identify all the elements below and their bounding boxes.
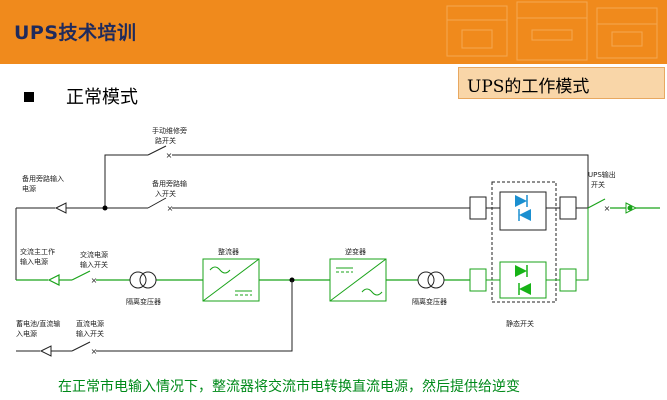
switch-x-mark: ×: [166, 151, 173, 160]
dc-bus-path: [96, 280, 293, 352]
output-junction-dot: [627, 205, 633, 211]
standby-bypass-input-label-1: 备用旁路输入: [22, 174, 64, 183]
ac-input-switch-label-1: 交流电源: [80, 250, 108, 259]
header-title: UPS技术培训: [14, 22, 137, 44]
mode-badge: UPS的工作模式: [458, 67, 665, 99]
switch-x-mark: ×: [91, 347, 98, 356]
rectifier-label: 整流器: [218, 247, 239, 256]
rectifier-icon: [202, 258, 260, 302]
static-switch-box: [491, 181, 557, 303]
switch-x-mark: ×: [167, 204, 174, 213]
thyristor-icon: [519, 283, 531, 295]
switch-x-mark: ×: [91, 276, 98, 285]
section-title: 正常模式: [66, 87, 138, 108]
manual-bypass-switch-label-1: 手动维修旁: [152, 126, 187, 135]
battery-input-path: [16, 341, 91, 357]
battery-input-label-2: 入电源: [16, 329, 37, 338]
switch-x-mark: ×: [604, 204, 611, 213]
thyristor-icon: [515, 195, 527, 207]
standby-bypass-switch-label-1: 备用旁路输: [152, 179, 187, 188]
ups-output-switch-label-2: 开关: [591, 180, 605, 189]
standby-bypass-input-label-2: 电源: [22, 184, 36, 193]
mode-badge-text: UPS的工作模式: [467, 77, 590, 97]
ups-normal-mode-diagram: 手动维修旁 路开关 × 备用旁路输入 电源 备用旁路输 入开关 × UPS输出 …: [15, 126, 660, 357]
junction-dot: [102, 205, 108, 211]
square-bullet-icon: [24, 92, 34, 102]
bottom-thyristor-pair: [469, 208, 589, 299]
battery-input-label-1: 蓄电池/直流输: [16, 319, 60, 328]
manual-bypass-path: [104, 145, 589, 208]
caption-text: 在正常市电输入情况下，整流器将交流市电转换直流电源，然后提供给逆变: [58, 379, 520, 395]
header-bar: UPS技术培训: [0, 0, 667, 64]
top-thyristor-pair: [469, 191, 577, 231]
ac-main-input-label-2: 输入电源: [20, 257, 48, 266]
standby-bypass-switch-label-2: 入开关: [155, 189, 176, 198]
isolation-transformer-in-label: 隔离变压器: [126, 297, 161, 306]
dc-input-switch-label-1: 直流电源: [76, 319, 104, 328]
inverter-label: 逆变器: [345, 247, 366, 256]
output-path: [576, 198, 660, 214]
main-ac-path: [16, 270, 470, 286]
static-switch-label: 静态开关: [506, 319, 534, 328]
thyristor-icon: [519, 209, 531, 221]
inverter-icon: [329, 258, 387, 302]
ups-output-switch-label-1: UPS输出: [588, 170, 616, 179]
input-isolation-transformer-icon: [129, 271, 157, 289]
ac-main-input-label-1: 交流主工作: [20, 247, 55, 256]
output-isolation-transformer-icon: [417, 271, 445, 289]
isolation-transformer-out-label: 隔离变压器: [412, 297, 447, 306]
dc-input-switch-label-2: 输入开关: [76, 329, 104, 338]
manual-bypass-switch-label-2: 路开关: [155, 136, 176, 145]
thyristor-icon: [515, 265, 527, 277]
header-decoration-image: [407, 0, 667, 64]
ac-input-switch-label-2: 输入开关: [80, 260, 108, 269]
